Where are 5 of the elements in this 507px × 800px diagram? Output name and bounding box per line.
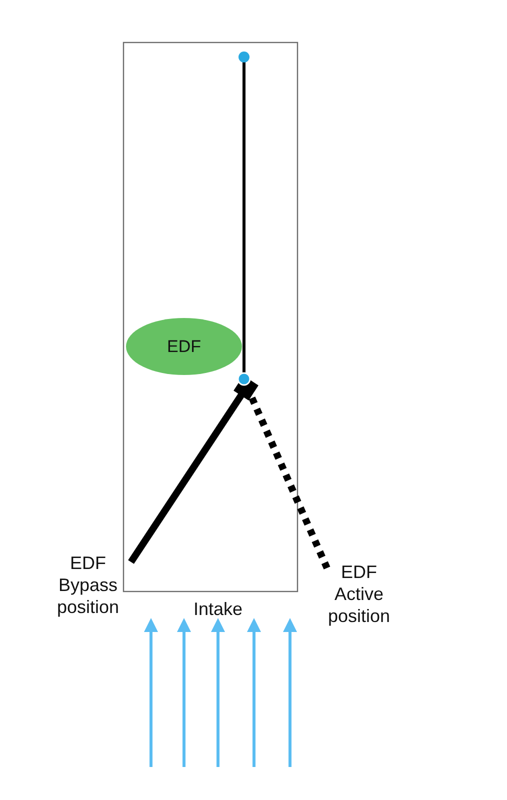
intake-label: Intake <box>192 598 244 620</box>
position-label: EDF Bypass position <box>56 552 120 618</box>
position-label: EDF Active position <box>326 561 392 627</box>
component-ellipse <box>126 318 242 375</box>
component-label: EDF <box>167 336 201 356</box>
